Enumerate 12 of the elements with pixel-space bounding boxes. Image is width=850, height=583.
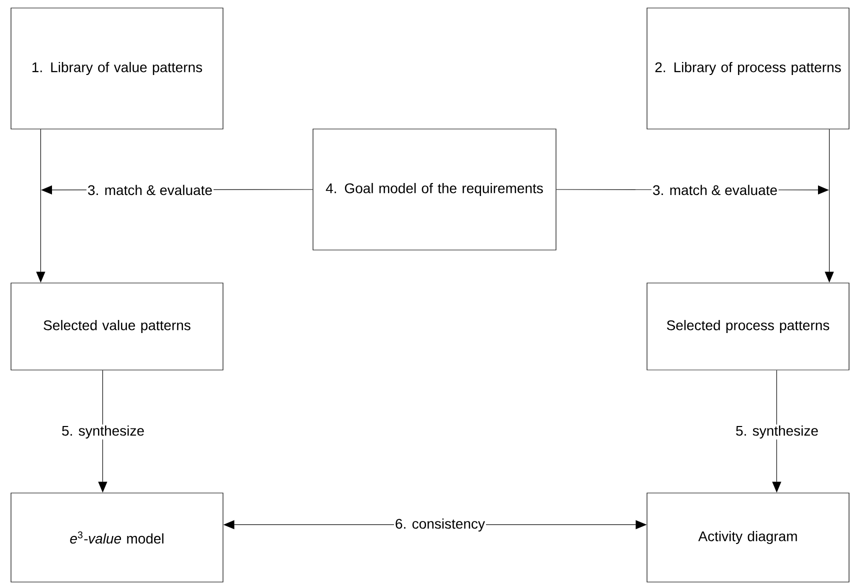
edge-label: 5. synthesize <box>60 424 146 440</box>
edge-label: 5. synthesize <box>734 424 820 440</box>
edge-label: 3. match & evaluate <box>86 184 214 196</box>
process-box: e$^{3}$-value model <box>10 492 224 582</box>
process-box: Selected process patterns <box>646 282 850 370</box>
edge-label: 6. consistency <box>394 517 486 533</box>
process-box: 1. Library of value patterns <box>10 8 224 130</box>
process-box: Selected value patterns <box>10 282 224 370</box>
process-box: 4. Goal model of the requirements <box>312 128 556 250</box>
edge-label: 3. match & evaluate <box>652 184 779 196</box>
process-box: Activity diagram <box>646 492 850 582</box>
process-box: 2. Library of process patterns <box>646 8 850 130</box>
